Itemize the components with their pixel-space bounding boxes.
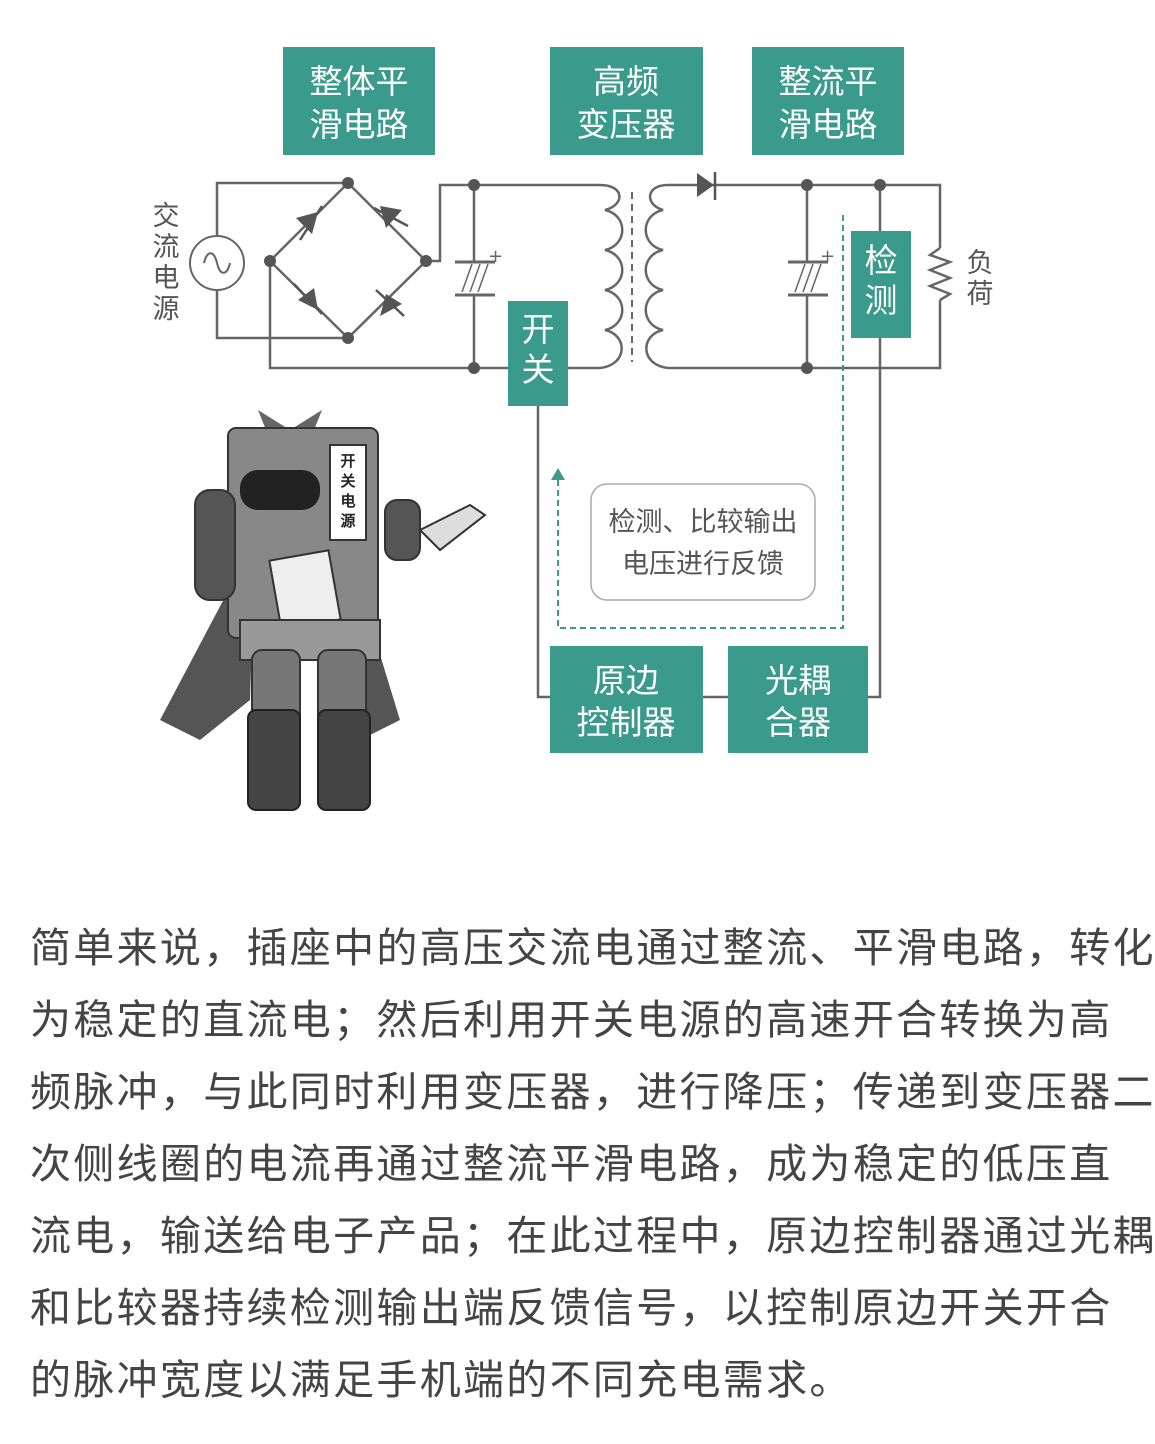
block-label: 原边 [593,661,659,700]
block-primary-controller [550,646,703,753]
ac-source-label: 交 流 电 源 [153,201,180,325]
block-label: 光耦 [765,661,831,700]
junction-dots [264,177,886,374]
feedback-path [557,215,844,629]
svg-text:交: 交 [153,201,180,232]
diode-icons [293,172,717,317]
feedback-note-line: 检测、比较输出 [609,507,798,538]
block-label: 高频 [593,62,659,101]
svg-text:电: 电 [153,263,180,294]
load-label: 负 荷 [967,248,994,310]
block-label: 整流平 [779,62,878,101]
block-label: 整体平 [310,62,409,101]
block-label: 滑电路 [310,105,409,144]
explanation-paragraph: 简单来说，插座中的高压交流电通过整流、平滑电路，转化 为稳定的直流电；然后利用开… [30,912,1155,1416]
block-label: 变压器 [577,105,676,144]
paragraph-line: 的脉冲宽度以满足手机端的不同充电需求。 [30,1356,853,1404]
paragraph-line: 次侧线圈的电流再通过整流平滑电路，成为稳定的低压直 [30,1140,1113,1188]
svg-text:开: 开 [340,452,355,470]
block-label: 关 [522,350,555,389]
block-optocoupler [728,646,868,753]
robot-mascot-illustration: 开 关 电 源 [160,410,487,811]
cap-plus: + [488,246,503,267]
svg-text:源: 源 [340,512,355,530]
block-label: 检 [865,241,898,280]
svg-text:流: 流 [153,232,180,263]
svg-text:电: 电 [340,492,355,510]
block-label: 开 [522,310,555,349]
block-label: 滑电路 [779,105,878,144]
power-supply-diagram: + + 交 流 电 源 负 荷 检测、比较输出 电压进行反馈 整体平 滑电路 高… [153,47,994,811]
circuit-wires [215,181,954,699]
block-output-filter [752,47,904,155]
block-detect [851,231,911,338]
cap-plus: + [820,246,835,267]
arrow-up-icon [551,468,565,480]
svg-text:负: 负 [967,248,994,279]
svg-text:荷: 荷 [967,279,994,310]
svg-text:源: 源 [153,294,180,325]
feedback-note-line: 电压进行反馈 [622,549,784,580]
paragraph-line: 为稳定的直流电；然后利用开关电源的高速开合转换为高 [30,996,1113,1044]
svg-text:关: 关 [340,472,355,490]
block-switch [508,301,568,406]
paragraph-line: 简单来说，插座中的高压交流电通过整流、平滑电路，转化 [30,924,1155,972]
paragraph-line: 流电，输送给电子产品；在此过程中，原边控制器通过光耦 [30,1212,1155,1260]
paragraph-line: 频脉冲，与此同时利用变压器，进行降压；传递到变压器二 [30,1068,1155,1116]
block-transformer [550,47,703,155]
paragraph-line: 和比较器持续检测输出端反馈信号，以控制原边开关开合 [30,1284,1113,1332]
block-label: 控制器 [577,703,676,742]
block-label: 测 [865,281,898,320]
block-input-filter [283,47,435,155]
feedback-note [590,483,816,601]
sine-wave-icon [203,252,231,274]
block-label: 合器 [765,703,831,742]
